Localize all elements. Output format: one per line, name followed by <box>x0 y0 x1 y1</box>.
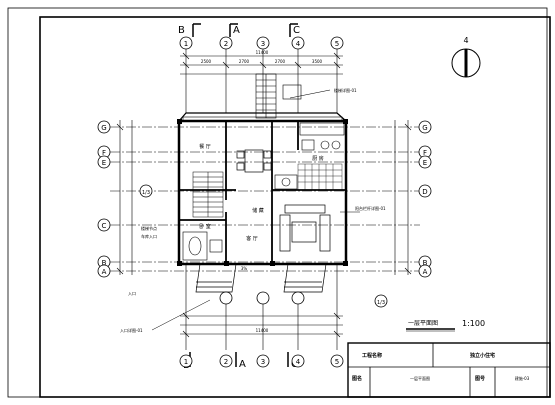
grid-bubble-e-left: E <box>102 159 106 167</box>
title-number-label: 图号 <box>475 375 485 382</box>
grid-bubble-3-bottom: 3 <box>261 358 265 366</box>
section-mark-c-top: C <box>293 25 300 36</box>
grid-bubble-3-top: 3 <box>261 40 265 48</box>
grid-bubble-f-left: F <box>102 149 106 157</box>
grid-bubble-5-top: 5 <box>335 40 339 48</box>
section-marks-top: B A C <box>178 23 300 37</box>
entrance-label: 入口 <box>128 291 136 296</box>
grid-bubble-1-top: 1 <box>184 40 188 48</box>
grid-bubble-a-right: A <box>423 268 428 276</box>
section-mark-a-bottom: A <box>239 359 246 370</box>
grid-bubble-g-right: G <box>422 124 427 132</box>
title-number: 建施-03 <box>515 375 530 381</box>
dimension-lines-side <box>116 120 412 275</box>
dimension-top-total: 11400 <box>256 50 269 55</box>
callout-leader-top <box>289 89 331 99</box>
section-marks-bottom: B A C <box>183 352 298 371</box>
grid-bubble-b-left: B <box>102 259 107 267</box>
plan-title: 一层平面图 1:100 <box>406 319 485 332</box>
callout-bottom-left: 入口详图-01 <box>120 327 143 333</box>
grid-bubble-d-right: D <box>422 188 427 196</box>
grid-bubble-f-right: F <box>423 149 427 157</box>
dimension-top-seg-3: 2700 <box>275 59 286 64</box>
stair-left <box>192 171 224 218</box>
grid-bubble-a-left: A <box>102 268 107 276</box>
kitchen-tiles <box>297 163 343 191</box>
north-label: 4 <box>463 36 468 45</box>
grid-bubbles-top: 1 2 3 4 5 <box>179 36 344 50</box>
grid-bubble-4-bottom: 4 <box>296 358 301 366</box>
title-company: 工程名称 <box>362 352 382 359</box>
kitchen-counter <box>299 122 345 151</box>
grid-bubble-g-left: G <box>101 124 106 132</box>
section-mark-a-top: A <box>233 25 240 36</box>
grid-bubbles-left: G F E C B A 1/3 <box>97 120 153 278</box>
slope-label: 3% <box>241 266 248 271</box>
note-left-2: 车库入口 <box>141 233 157 239</box>
stair-top <box>255 73 302 119</box>
dimension-lines-bottom <box>180 264 343 350</box>
dimension-bottom-total: 11400 <box>256 328 269 333</box>
title-drawing-name: 一层平面图 <box>410 375 430 381</box>
grid-bubble-5-bottom: 5 <box>335 358 339 366</box>
room-label-storage: 储 藏 <box>252 207 264 214</box>
dining-table <box>236 149 272 173</box>
grid-bubbles-bottom: 1 2 3 4 5 <box>179 354 344 368</box>
grid-bubbles-right: G F E D B A 1/3 <box>374 120 432 308</box>
grid-bubble-2-bottom: 2 <box>224 358 228 366</box>
dimension-top-seg-1: 2500 <box>201 59 212 64</box>
grid-bubble-4-top: 4 <box>296 40 301 48</box>
title-drawing-label: 图名 <box>352 375 362 382</box>
entrance-porch <box>195 263 327 293</box>
exterior-walls <box>177 112 348 266</box>
grid-bubble-c-left: C <box>102 222 107 230</box>
room-label-bedroom: 卧 室 <box>199 223 211 230</box>
grid-bubble-mid-left: 1/3 <box>142 190 150 196</box>
title-project: 独立小住宅 <box>469 352 495 359</box>
dimension-top-seg-4: 3500 <box>312 59 323 64</box>
room-label-dining: 餐 厅 <box>199 143 211 150</box>
callout-leader-bottom <box>151 299 211 331</box>
grid-bubbles-mid-bottom <box>219 291 305 305</box>
callout-top: 楼梯详图-01 <box>334 87 357 93</box>
bathroom-fixtures <box>182 231 223 261</box>
note-right: 阳台栏杆详图-01 <box>355 205 386 211</box>
scale-label: 1:100 <box>462 319 485 328</box>
grid-bubble-2-top: 2 <box>224 40 228 48</box>
row-grid-lines <box>110 126 420 272</box>
interior-walls <box>179 121 346 264</box>
title-block <box>347 342 551 398</box>
section-mark-b-top: B <box>178 25 185 36</box>
appliance-mid <box>274 174 298 190</box>
column-markers <box>177 119 348 266</box>
note-left-1: 楼梯节点 <box>141 225 157 231</box>
grid-bubble-mid-right: 1/3 <box>377 300 385 306</box>
grid-bubble-e-right: E <box>423 159 427 167</box>
inner-border <box>39 16 551 398</box>
room-label-living: 客 厅 <box>246 235 258 242</box>
plan-label: 一层平面图 <box>408 320 438 327</box>
room-label-kitchen: 厨 房 <box>312 155 324 162</box>
grid-bubble-1-bottom: 1 <box>184 358 188 366</box>
dimension-top-seg-2: 2700 <box>239 59 250 64</box>
sofa-set <box>279 204 331 252</box>
north-arrow: 4 <box>451 36 481 78</box>
grid-bubble-b-right: B <box>423 259 428 267</box>
